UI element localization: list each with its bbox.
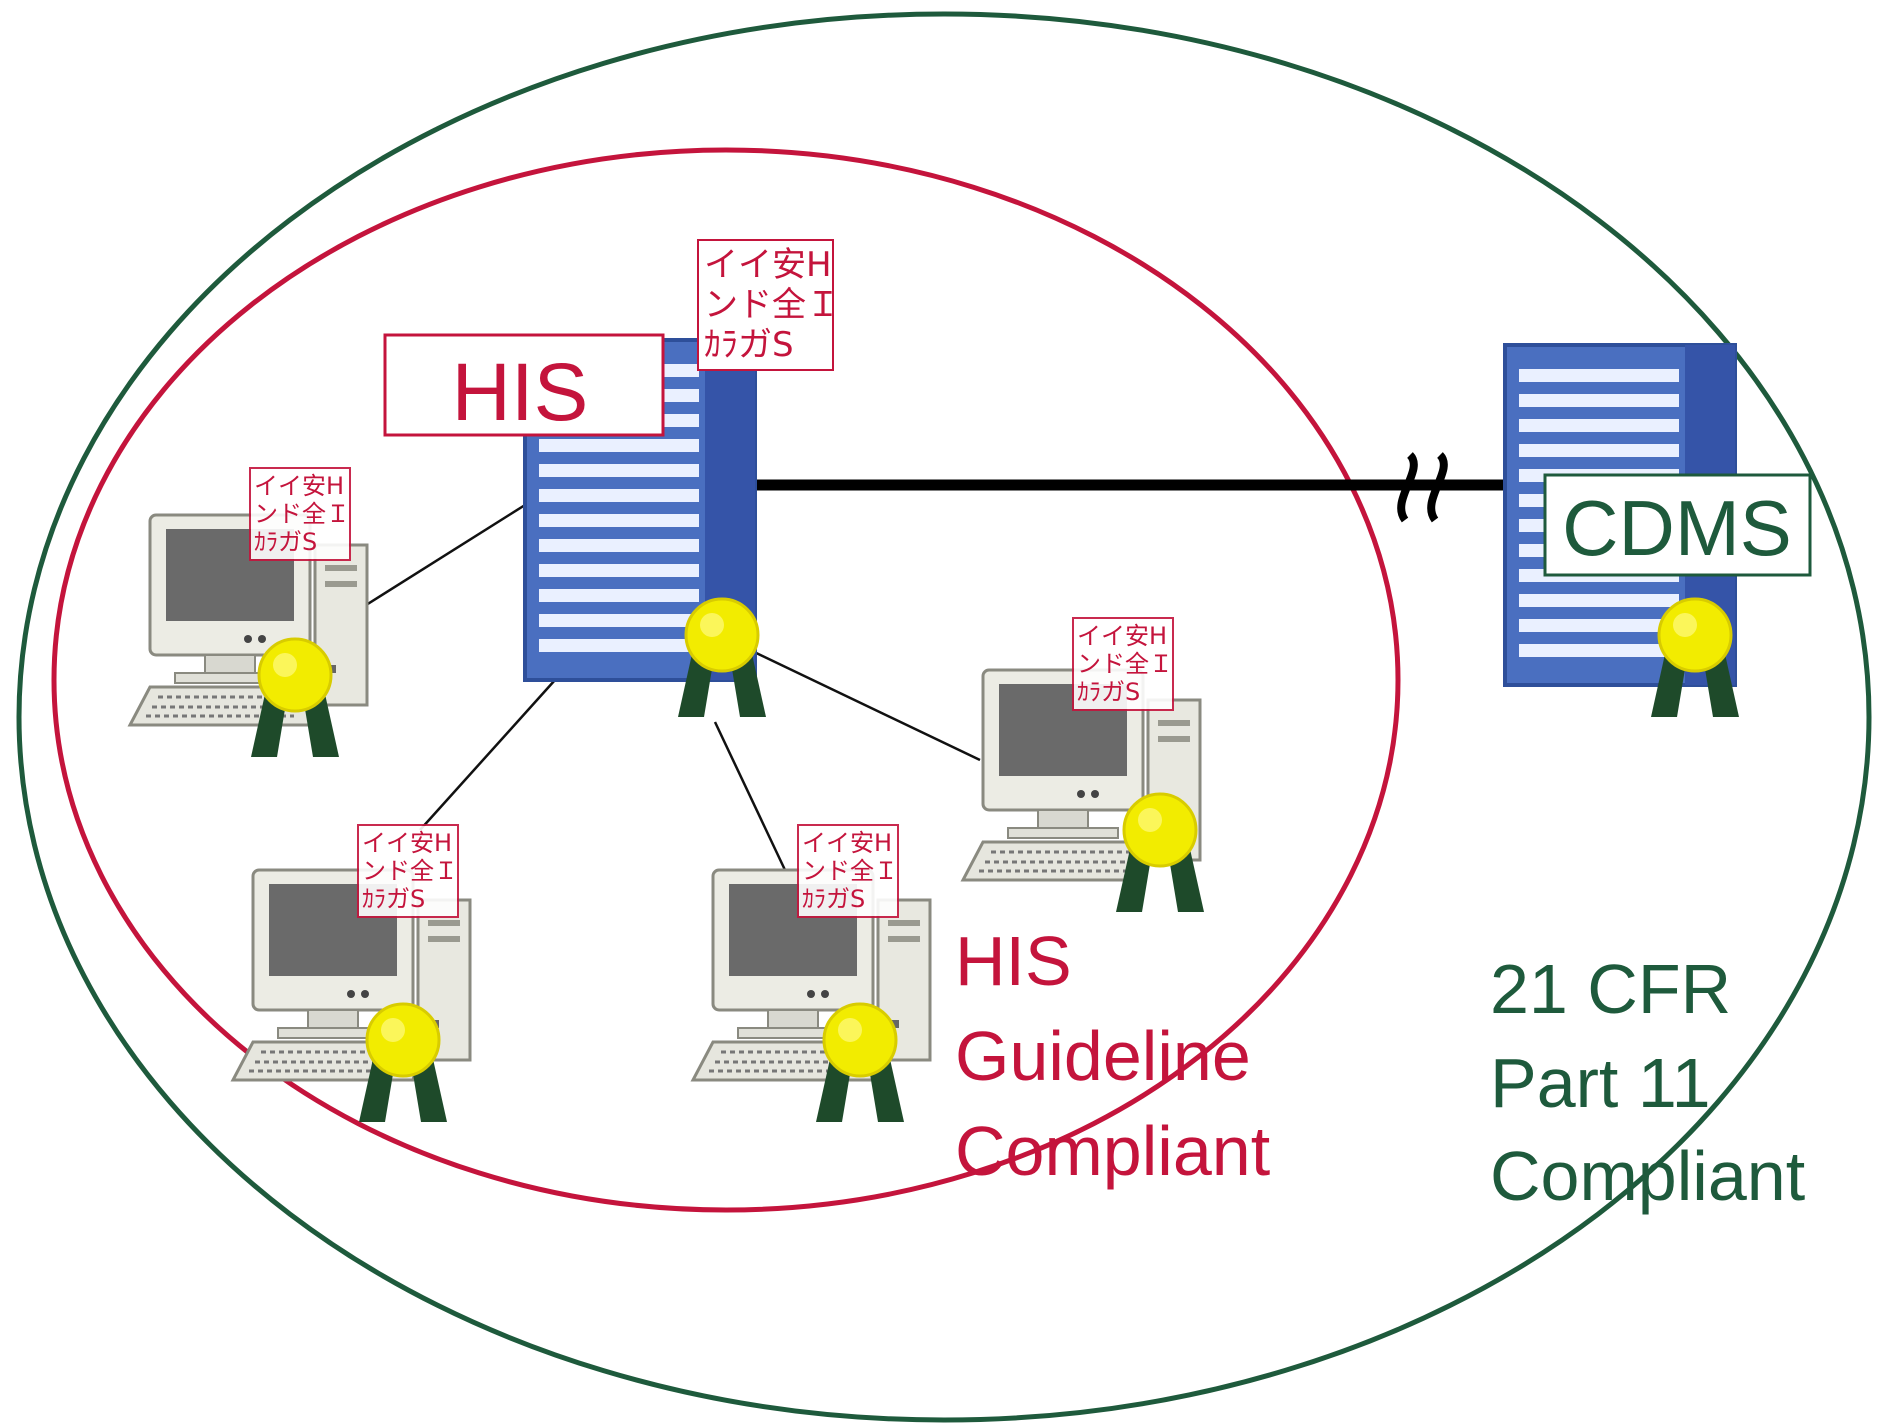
japanese-stamp: イイ安H ンド全Ｉ ｶﾗガS — [1072, 617, 1174, 711]
certification-medal-icon — [1649, 597, 1741, 719]
svg-text:ンド全Ｉ: ンド全Ｉ — [254, 500, 350, 528]
svg-text:HIS: HIS — [955, 922, 1072, 1000]
japanese-stamp: イイ安H ンド全Ｉ ｶﾗガS — [797, 824, 899, 918]
his-server-label-text: HIS — [452, 347, 589, 438]
cdms-server-label-text: CDMS — [1562, 484, 1792, 572]
his-server-label: HIS — [383, 333, 665, 438]
svg-text:イイ安H: イイ安H — [704, 245, 832, 285]
svg-text:ンド全Ｉ: ンド全Ｉ — [802, 857, 898, 885]
svg-text:Compliant: Compliant — [1490, 1137, 1805, 1215]
cfr-part11-zone-boundary — [16, 11, 1872, 1423]
svg-text:イイ安H: イイ安H — [802, 829, 892, 857]
certification-medal-icon — [814, 1002, 906, 1124]
cfr-part11-caption: 21 CFR Part 11 Compliant — [1490, 950, 1805, 1215]
certification-medal-icon — [357, 1002, 449, 1124]
svg-text:Compliant: Compliant — [955, 1112, 1270, 1190]
his-guideline-zone-boundary — [51, 147, 1401, 1213]
svg-text:イイ安H: イイ安H — [254, 472, 344, 500]
certification-medal-icon — [1114, 792, 1206, 914]
svg-text:イイ安H: イイ安H — [1077, 622, 1167, 650]
svg-text:ンド全Ｉ: ンド全Ｉ — [704, 285, 840, 325]
svg-text:ンド全Ｉ: ンド全Ｉ — [362, 857, 458, 885]
broken-link-icon — [1397, 452, 1448, 523]
network-links — [354, 503, 981, 871]
japanese-stamp: イイ安H ンド全Ｉ ｶﾗガS — [249, 467, 351, 561]
certification-medal-icon — [249, 637, 341, 759]
svg-text:ｶﾗガS: ｶﾗガS — [802, 885, 865, 913]
svg-text:ｶﾗガS: ｶﾗガS — [704, 325, 794, 365]
his-guideline-caption: HIS Guideline Compliant — [955, 922, 1270, 1190]
svg-text:イイ安H: イイ安H — [362, 829, 452, 857]
svg-text:ｶﾗガS: ｶﾗガS — [362, 885, 425, 913]
certification-medal-icon — [676, 597, 768, 719]
svg-text:Guideline: Guideline — [955, 1017, 1251, 1095]
japanese-stamp: イイ安H ンド全Ｉ ｶﾗガS — [357, 824, 459, 918]
cdms-server-label: CDMS — [1543, 473, 1812, 577]
japanese-stamp-large: イイ安H ンド全Ｉ ｶﾗガS — [697, 239, 840, 371]
svg-text:ｶﾗガS: ｶﾗガS — [254, 528, 317, 556]
svg-text:ｶﾗガS: ｶﾗガS — [1077, 678, 1140, 706]
svg-text:ンド全Ｉ: ンド全Ｉ — [1077, 650, 1173, 678]
svg-text:Part 11: Part 11 — [1490, 1044, 1711, 1122]
svg-text:21 CFR: 21 CFR — [1490, 950, 1731, 1028]
